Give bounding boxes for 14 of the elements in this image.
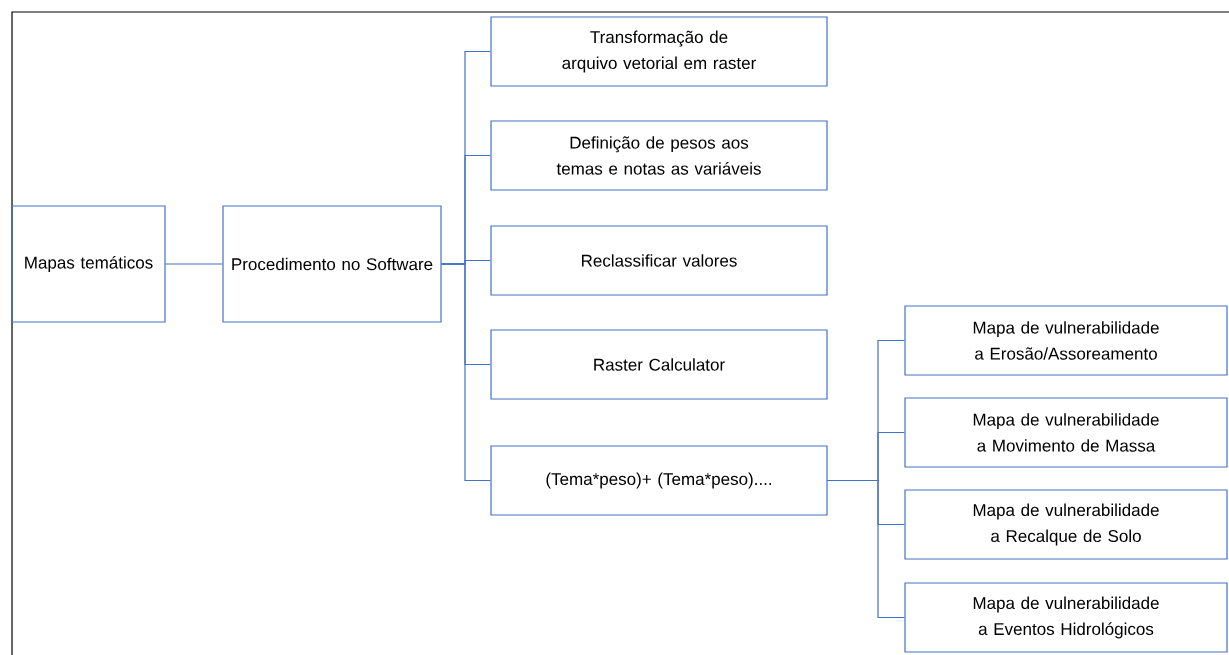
process-box: Mapa de vulnerabilidade a Erosão/Assoreamento bbox=[904, 305, 1228, 376]
process-box: Mapa de vulnerabilidade a Eventos Hidrológicos bbox=[904, 582, 1228, 653]
connector-line bbox=[441, 263, 491, 482]
process-box: (Tema*peso)+ (Tema*peso).... bbox=[490, 445, 828, 516]
process-box: Procedimento no Software bbox=[222, 205, 442, 323]
process-box: Mapa de vulnerabilidade a Movimento de Massa bbox=[904, 397, 1228, 468]
connector-line bbox=[827, 479, 905, 619]
process-box: Raster Calculator bbox=[490, 329, 828, 400]
process-box: Mapas temáticos bbox=[11, 205, 166, 323]
process-box: Definição de pesos aos temas e notas as variáveis bbox=[490, 120, 828, 191]
process-box: Transformação de arquivo vetorial em raster bbox=[490, 16, 828, 87]
process-box: Mapa de vulnerabilidade a Recalque de Solo bbox=[904, 489, 1228, 560]
connector-line bbox=[165, 263, 223, 265]
process-box: Reclassificar valores bbox=[490, 225, 828, 296]
